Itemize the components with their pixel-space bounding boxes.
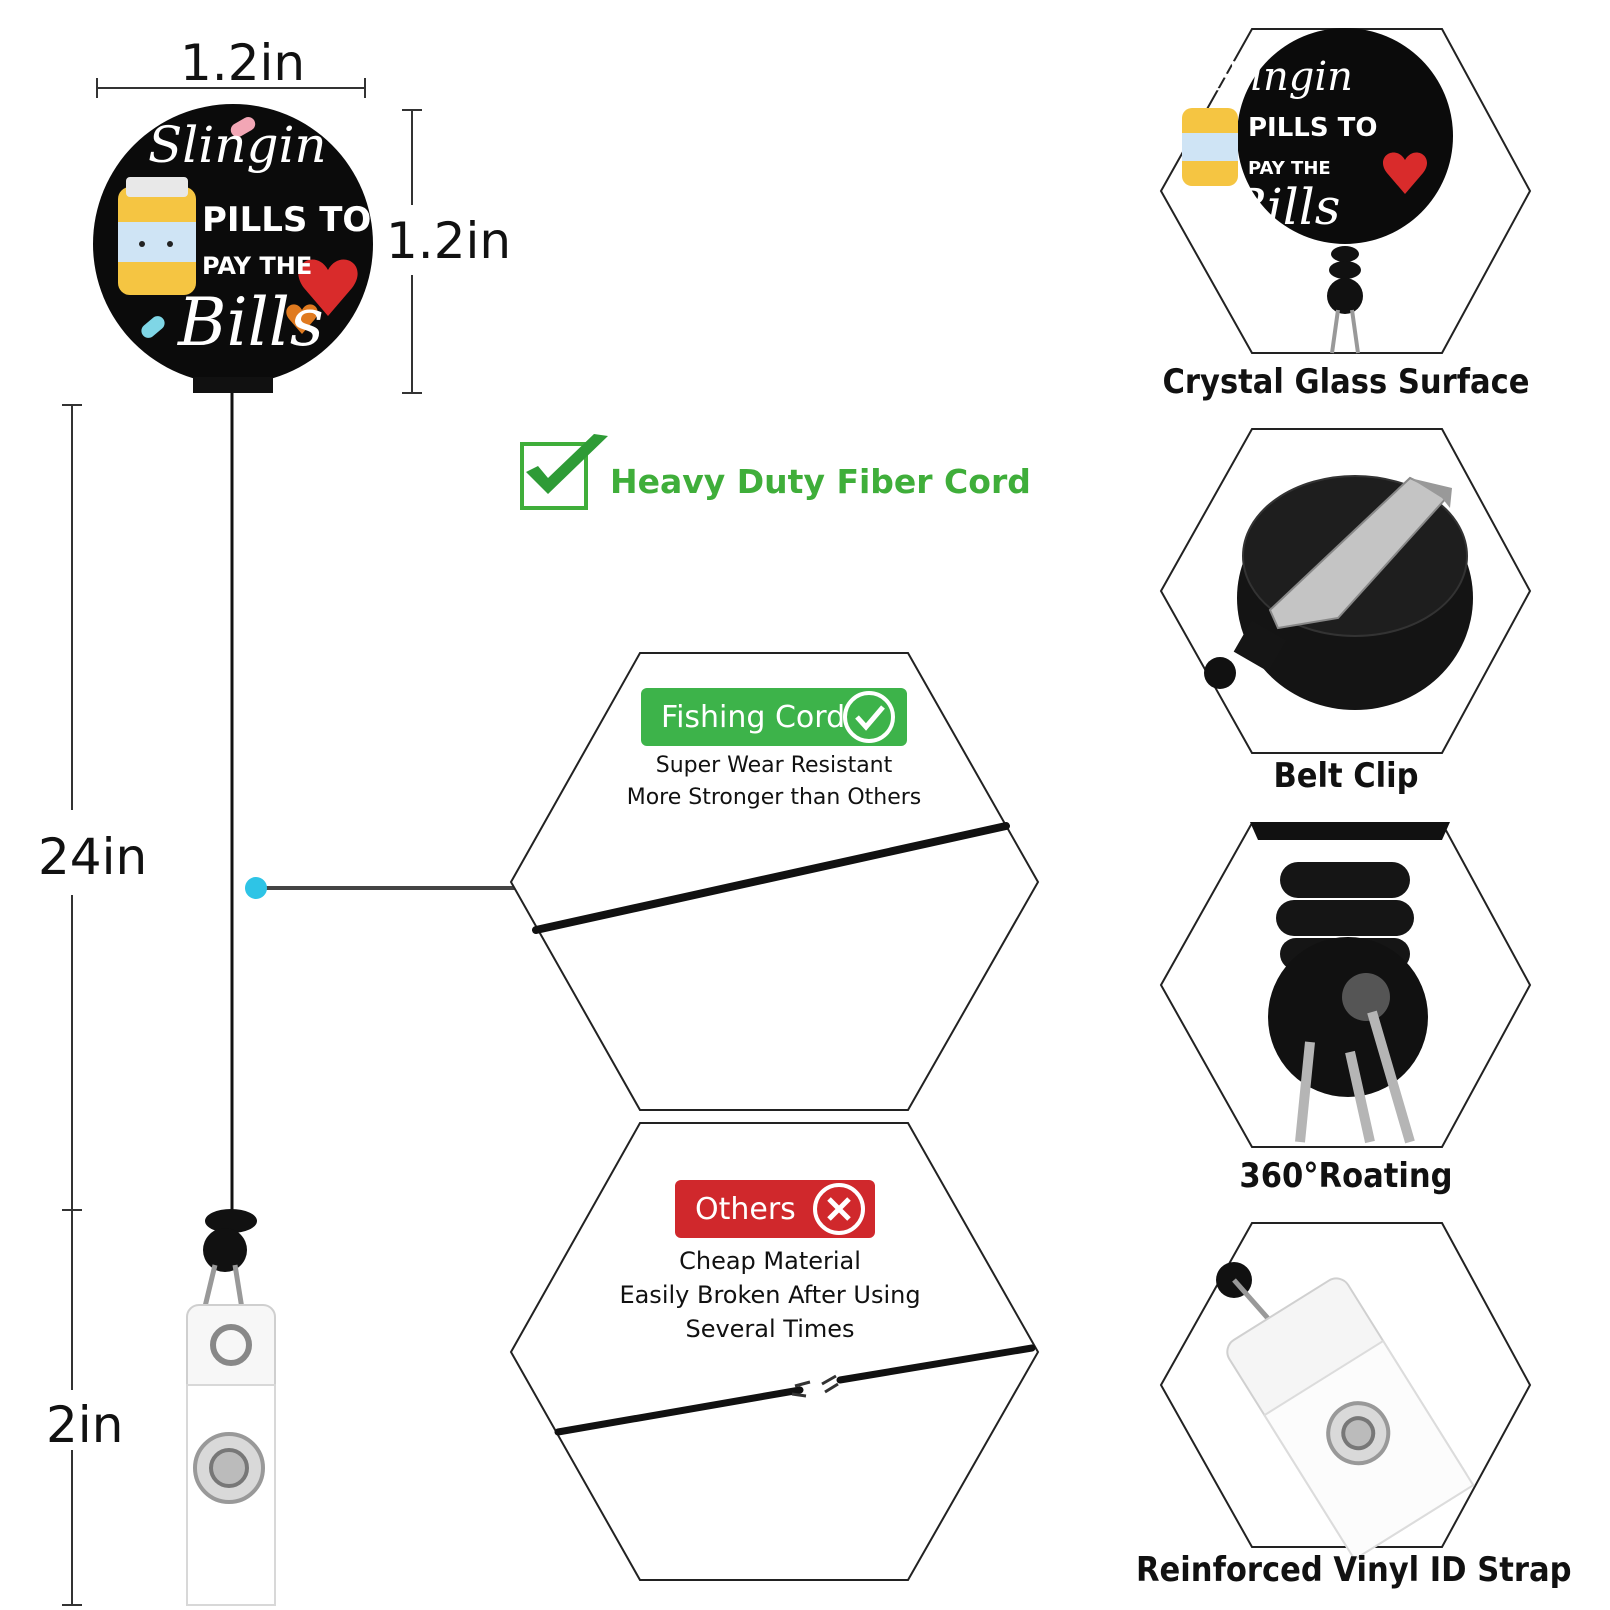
badge-line2: PILLS TO <box>202 200 372 240</box>
good-cord-hexagon <box>509 652 1040 1111</box>
feature-caption-belt-clip: Belt Clip <box>1273 756 1419 796</box>
bad-cord-hexagon <box>509 1122 1040 1581</box>
crystal-glass-hexagon: Slingin PILLS TO PAY THE Bills <box>1159 28 1532 354</box>
svg-text:PILLS TO: PILLS TO <box>1248 113 1377 143</box>
cord-length-label: 24in <box>38 828 148 886</box>
others-badge: Others <box>675 1180 875 1238</box>
badge-line3: PAY THE <box>202 252 313 280</box>
badge-height-label: 1.2in <box>386 212 512 270</box>
bad-line1: Cheap Material <box>679 1247 861 1275</box>
checkbox-check-icon <box>520 434 608 510</box>
feature-caption-crystal: Crystal Glass Surface <box>1162 362 1530 402</box>
svg-text:Bills: Bills <box>1229 178 1340 236</box>
bad-line3: Several Times <box>685 1315 855 1343</box>
fishing-cord-label: Fishing Cord <box>661 699 846 735</box>
good-line2: More Stronger than Others <box>626 785 922 810</box>
others-label: Others <box>695 1191 796 1227</box>
good-line1: Super Wear Resistant <box>655 753 893 778</box>
badge-reel-front: Slingin PILLS TO PAY THE Bills <box>90 102 376 393</box>
x-circle-icon <box>813 1183 865 1235</box>
strap-length-label: 2in <box>46 1396 124 1454</box>
badge-width-label: 1.2in <box>180 34 306 92</box>
badge-line4: Bills <box>178 284 324 361</box>
svg-text:Slingin: Slingin <box>1210 54 1353 100</box>
bad-line2: Easily Broken After Using <box>619 1281 921 1309</box>
bad-cord-description: Cheap Material Easily Broken After Using… <box>570 1244 970 1346</box>
id-strap-icon <box>186 1209 276 1606</box>
vinyl-strap-hexagon <box>1159 1222 1532 1561</box>
feature-caption-swivel: 360°Roating <box>1239 1156 1453 1196</box>
badge-line1: Slingin <box>148 116 327 174</box>
swivel-hexagon <box>1159 822 1532 1148</box>
svg-text:PAY THE: PAY THE <box>1248 158 1331 179</box>
good-cord-description: Super Wear Resistant More Stronger than … <box>574 750 974 814</box>
fishing-cord-badge: Fishing Cord <box>641 688 907 746</box>
check-circle-icon <box>843 691 895 743</box>
belt-clip-hexagon <box>1159 428 1532 754</box>
headline-text: Heavy Duty Fiber Cord <box>610 462 1031 501</box>
feature-caption-vinyl-strap: Reinforced Vinyl ID Strap <box>1136 1550 1572 1590</box>
